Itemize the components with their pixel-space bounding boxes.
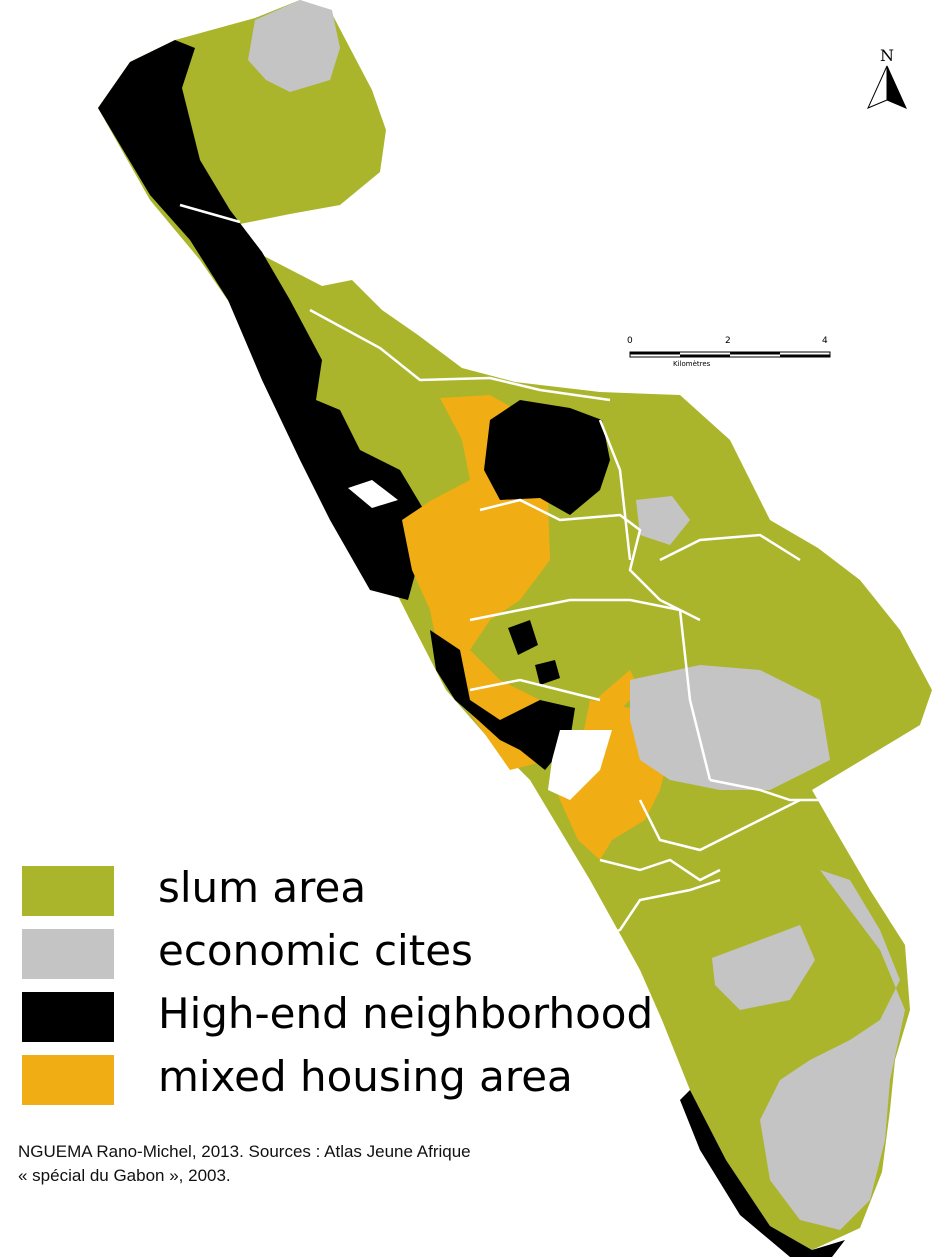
map-region-economic-south-2 (712, 925, 815, 1010)
north-letter: N (880, 46, 894, 65)
map-region-mixed-east (595, 670, 640, 715)
map-region-highend-coast (98, 40, 430, 600)
legend-label-slum: slum area (158, 863, 367, 912)
map-region-slum-base (98, 0, 932, 1250)
map-region-highend-southtip (680, 1090, 845, 1257)
scale-unit: Kilomètres (673, 360, 711, 368)
map-region-economic-small (636, 496, 690, 545)
legend-label-economic: economic cites (158, 926, 473, 975)
scale-bar: 0 2 4 Kilomètres (625, 336, 835, 376)
map-region-highend-central (484, 400, 610, 515)
scale-tick-2: 2 (725, 336, 731, 346)
map-region-highend-small-2 (535, 660, 560, 685)
legend-label-highend: High-end neighborhood (158, 989, 654, 1038)
legend-swatch-mixed (22, 1055, 114, 1105)
map-boundaries (179, 203, 830, 942)
north-arrow-icon (867, 65, 907, 109)
legend-swatch-economic (22, 929, 114, 979)
map-region-highend-small-1 (508, 620, 538, 655)
map-region-highend-south-coast (430, 630, 575, 770)
map-credit: NGUEMA Rano-Michel, 2013. Sources : Atla… (18, 1140, 471, 1188)
map-region-economic-south (760, 870, 905, 1230)
scale-tick-0: 0 (627, 336, 633, 346)
north-arrow: N (862, 46, 912, 110)
legend-swatch-slum (22, 866, 114, 916)
credit-line-1: NGUEMA Rano-Michel, 2013. Sources : Atla… (18, 1142, 471, 1161)
map-region-economic-north (248, 0, 340, 92)
map-water-inlet (348, 480, 398, 508)
scale-bar-graphic (629, 351, 831, 358)
map-water-estuary (548, 730, 612, 800)
credit-line-2: « spécial du Gabon », 2003. (18, 1166, 231, 1185)
legend-label-mixed: mixed housing area (158, 1052, 573, 1101)
scale-tick-4: 4 (822, 336, 828, 346)
legend-swatch-highend (22, 992, 114, 1042)
map-region-economic-east (630, 665, 830, 790)
